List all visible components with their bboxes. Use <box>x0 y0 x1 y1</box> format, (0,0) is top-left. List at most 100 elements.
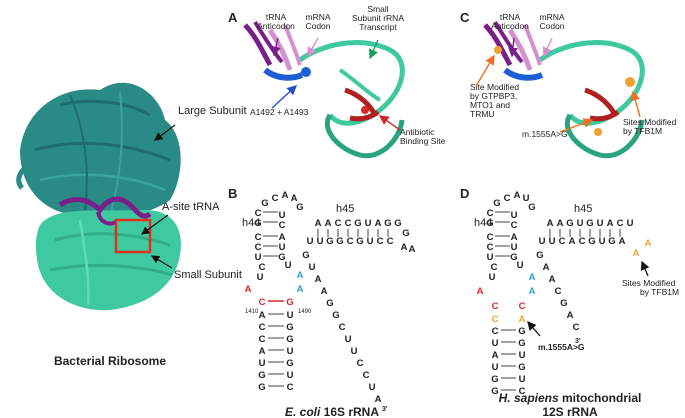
svg-text:A: A <box>321 286 328 297</box>
svg-text:U: U <box>309 262 316 273</box>
large-subunit-label: Large Subunit <box>178 105 247 117</box>
svg-text:C: C <box>272 193 279 204</box>
svg-text:G: G <box>402 228 409 239</box>
svg-text:C: C <box>259 334 266 345</box>
svg-text:C: C <box>555 286 562 297</box>
svg-text:U: U <box>577 218 584 229</box>
svg-text:U: U <box>307 236 314 247</box>
svg-text:A: A <box>279 232 286 243</box>
svg-text:U: U <box>492 362 499 373</box>
small-subunit-label: Small Subunit <box>174 269 242 281</box>
svg-text:A: A <box>557 218 564 229</box>
svg-text:U: U <box>287 310 294 321</box>
svg-text:A: A <box>514 190 521 201</box>
svg-text:G: G <box>518 362 525 373</box>
svg-text:C: C <box>339 322 346 333</box>
ribosome-caption: Bacterial Ribosome <box>54 354 166 368</box>
svg-text:U: U <box>259 358 266 369</box>
svg-text:C: C <box>492 314 499 325</box>
svg-text:G: G <box>510 252 517 263</box>
svg-text:C: C <box>363 370 370 381</box>
svg-text:A: A <box>297 270 304 281</box>
svg-text:C: C <box>345 218 352 229</box>
svg-text:U: U <box>523 193 530 204</box>
svg-text:C: C <box>559 236 566 247</box>
svg-text:G: G <box>258 382 265 393</box>
svg-text:U: U <box>279 210 286 221</box>
svg-text:C: C <box>492 301 499 312</box>
svg-text:C: C <box>511 220 518 231</box>
svg-text:C: C <box>347 236 354 247</box>
svg-text:C: C <box>287 382 294 393</box>
svg-text:U: U <box>287 346 294 357</box>
svg-text:G: G <box>518 326 525 337</box>
svg-text:C: C <box>357 358 364 369</box>
svg-text:A: A <box>567 310 574 321</box>
svg-text:A: A <box>282 190 289 201</box>
svg-text:A: A <box>547 218 554 229</box>
svg-text:G: G <box>326 236 333 247</box>
panel-d-mut-label: m.1555A>G <box>538 342 585 352</box>
svg-text:C: C <box>387 236 394 247</box>
svg-text:U: U <box>345 334 352 345</box>
ribosome-image <box>16 82 181 311</box>
svg-text:G: G <box>491 386 498 397</box>
svg-text:C: C <box>279 220 286 231</box>
svg-text:A: A <box>569 236 576 247</box>
panel-d-h44: h44 <box>474 217 492 229</box>
svg-text:A: A <box>297 284 304 295</box>
svg-text:G: G <box>332 310 339 321</box>
svg-text:U: U <box>599 236 606 247</box>
asite-label: A-site tRNA <box>162 201 220 213</box>
svg-text:U: U <box>487 252 494 263</box>
svg-text:C: C <box>579 236 586 247</box>
svg-text:G: G <box>286 358 293 369</box>
svg-text:C: C <box>259 297 266 308</box>
svg-text:A: A <box>245 284 252 295</box>
svg-text:A: A <box>633 248 640 259</box>
svg-text:G: G <box>286 322 293 333</box>
svg-text:G: G <box>588 236 595 247</box>
panel-b-caption: E. coli 16S rRNA <box>285 405 379 418</box>
panel-b-letter: B <box>228 186 237 201</box>
svg-text:G: G <box>296 202 303 213</box>
svg-text:U: U <box>627 218 634 229</box>
svg-text:C: C <box>519 386 526 397</box>
svg-text:C: C <box>255 208 262 219</box>
svg-text:A: A <box>259 310 266 321</box>
svg-text:A: A <box>529 286 536 297</box>
svg-text:A: A <box>619 236 626 247</box>
svg-text:U: U <box>492 338 499 349</box>
svg-text:G: G <box>286 297 293 308</box>
asite-trna-shape <box>58 196 152 226</box>
svg-text:G: G <box>261 198 268 209</box>
svg-text:G: G <box>493 198 500 209</box>
svg-text:G: G <box>560 298 567 309</box>
svg-text:A: A <box>291 193 298 204</box>
svg-text:G: G <box>518 338 525 349</box>
svg-text:U: U <box>367 236 374 247</box>
svg-text:C: C <box>487 208 494 219</box>
svg-text:G: G <box>302 250 309 261</box>
svg-text:C: C <box>573 322 580 333</box>
panel-c-mut-label: m.1555A>G <box>522 129 568 139</box>
svg-text:C: C <box>377 236 384 247</box>
svg-text:G: G <box>536 250 543 261</box>
panel-c-structure <box>483 20 645 159</box>
svg-text:C: C <box>255 232 262 243</box>
svg-text:U: U <box>539 236 546 247</box>
svg-text:U: U <box>519 350 526 361</box>
svg-text:A: A <box>645 238 652 249</box>
svg-text:A: A <box>315 274 322 285</box>
panel-c-letter: C <box>460 10 470 25</box>
svg-text:U: U <box>517 260 524 271</box>
svg-text:G: G <box>356 236 363 247</box>
